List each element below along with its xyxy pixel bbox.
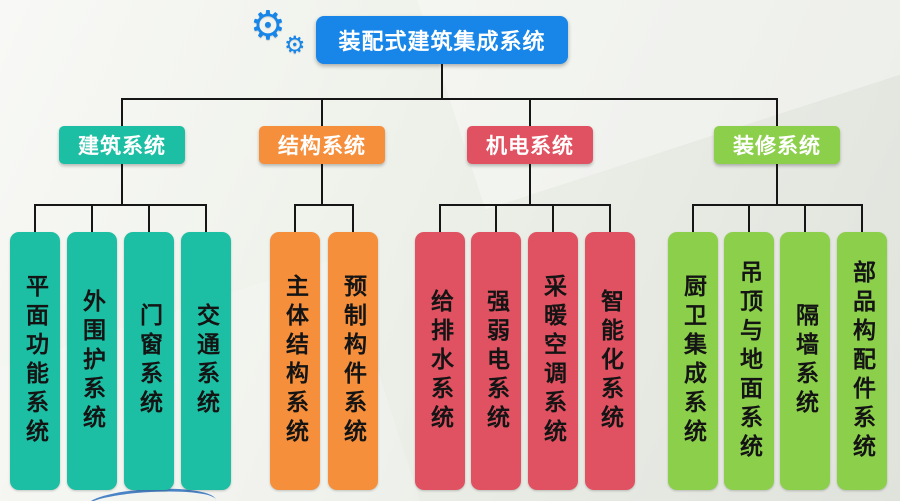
- connector-line: [34, 204, 207, 206]
- leaf-node-doors-windows: 门窗系统: [124, 232, 174, 490]
- connector-line: [495, 204, 497, 232]
- gear-large-icon: ⚙: [250, 4, 286, 48]
- leaf-node-prefab-components: 预制构件系统: [328, 232, 378, 490]
- connector-line: [692, 204, 694, 232]
- root-node: 装配式建筑集成系统: [316, 16, 568, 64]
- leaf-node-partition-wall: 隔墙系统: [780, 232, 830, 490]
- connector-line: [205, 204, 207, 232]
- leaf-label: 预制构件系统: [340, 274, 367, 448]
- leaf-label: 吊顶与地面系统: [736, 259, 763, 463]
- branch-node-mep: 机电系统: [467, 126, 593, 164]
- connector-line: [441, 64, 443, 99]
- leaf-node-electric: 强弱电系统: [471, 232, 521, 490]
- leaf-node-intelligent: 智能化系统: [585, 232, 635, 490]
- connector-line: [91, 204, 93, 232]
- leaf-label: 平面功能系统: [22, 274, 49, 448]
- leaf-node-exterior-enclosure: 外围护系统: [67, 232, 117, 490]
- connector-line: [804, 204, 806, 232]
- leaf-label: 隔墙系统: [792, 303, 819, 419]
- connector-line: [529, 98, 531, 126]
- connector-line: [439, 204, 611, 206]
- connector-line: [34, 204, 36, 232]
- leaf-label: 智能化系统: [597, 288, 624, 434]
- leaf-label: 主体结构系统: [282, 274, 309, 448]
- connector-line: [552, 204, 554, 232]
- leaf-node-transportation: 交通系统: [181, 232, 231, 490]
- connector-line: [121, 164, 123, 206]
- connector-line: [121, 98, 778, 100]
- gear-small-icon: ⚙: [284, 32, 306, 59]
- leaf-node-component-parts: 部品构配件系统: [837, 232, 887, 490]
- gear-icon: ⚙ ⚙: [248, 4, 318, 68]
- connector-line: [861, 204, 863, 232]
- leaf-node-main-structure: 主体结构系统: [270, 232, 320, 490]
- connector-line: [148, 204, 150, 232]
- leaf-node-plane-function: 平面功能系统: [10, 232, 60, 490]
- leaf-label: 部品构配件系统: [849, 259, 876, 463]
- leaf-label: 外围护系统: [79, 288, 106, 434]
- connector-line: [748, 204, 750, 232]
- leaf-label: 厨卫集成系统: [680, 274, 707, 448]
- connector-line: [294, 204, 296, 232]
- connector-line: [529, 164, 531, 206]
- leaf-label: 门窗系统: [136, 303, 163, 419]
- connector-line: [692, 204, 863, 206]
- leaf-node-kitchen-bath: 厨卫集成系统: [668, 232, 718, 490]
- leaf-label: 交通系统: [193, 303, 220, 419]
- connector-line: [352, 204, 354, 232]
- leaf-label: 采暖空调系统: [540, 274, 567, 448]
- connector-line: [294, 204, 354, 206]
- leaf-node-ceiling-floor: 吊顶与地面系统: [724, 232, 774, 490]
- connector-line: [321, 98, 323, 126]
- leaf-node-water-drainage: 给排水系统: [415, 232, 465, 490]
- connector-line: [776, 98, 778, 126]
- branch-node-decoration: 装修系统: [714, 126, 840, 164]
- leaf-label: 强弱电系统: [483, 288, 510, 434]
- branch-node-structure: 结构系统: [259, 126, 385, 164]
- connector-line: [609, 204, 611, 232]
- leaf-node-hvac: 采暖空调系统: [528, 232, 578, 490]
- connector-line: [776, 164, 778, 206]
- connector-line: [321, 164, 323, 206]
- connector-line: [121, 98, 123, 126]
- branch-node-building: 建筑系统: [59, 126, 185, 164]
- leaf-label: 给排水系统: [427, 288, 454, 434]
- connector-line: [439, 204, 441, 232]
